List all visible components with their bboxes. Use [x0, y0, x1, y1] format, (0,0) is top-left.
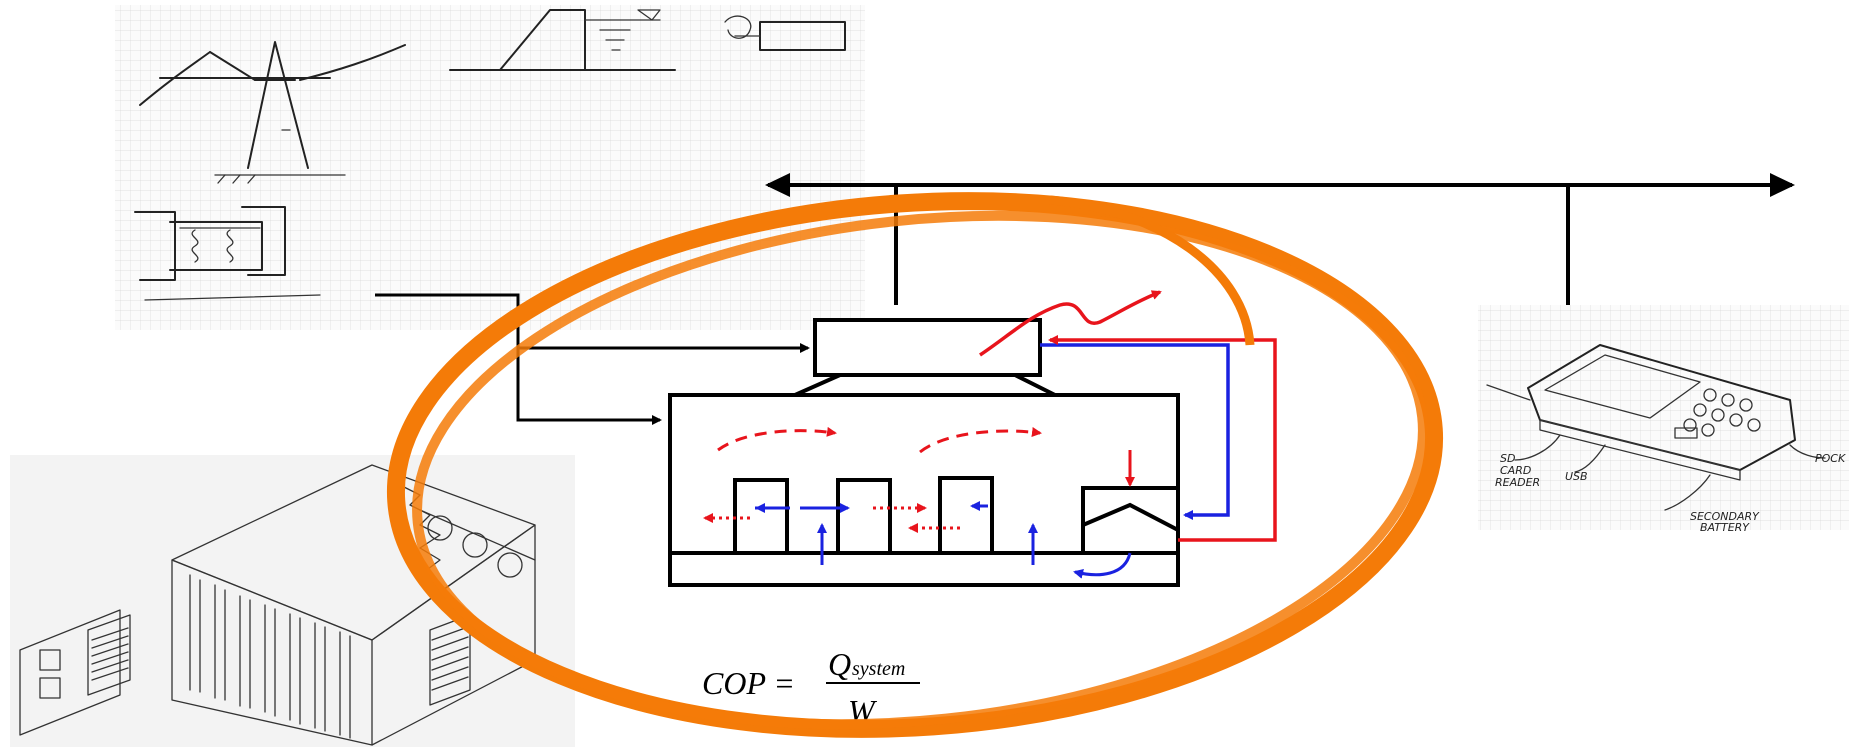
- equation-lhs: COP =: [702, 665, 795, 701]
- handheld-device-sketch: SD CARD READER USB SECONDARY BATTERY POC…: [1478, 305, 1849, 534]
- crac-supply-arrow: [1075, 553, 1130, 575]
- rack-2: [838, 480, 890, 553]
- chassis-background: [10, 455, 575, 747]
- equation-numerator-subscript: system: [852, 658, 905, 680]
- equation-numerator: Q: [828, 646, 851, 682]
- label-sd-line3: READER: [1495, 476, 1540, 489]
- power-source-sketch-panel: [115, 5, 865, 330]
- cooling-system-diagram: [670, 292, 1275, 585]
- label-battery-line2: BATTERY: [1700, 521, 1750, 534]
- heat-exchanger-unit: [815, 320, 1040, 375]
- bus-right-arrowhead: [1770, 173, 1795, 197]
- server-chassis-sketch: [10, 455, 575, 747]
- hot-air-flow-arrow: [920, 431, 1040, 452]
- device-grid-background: [1478, 305, 1849, 530]
- label-usb: USB: [1565, 470, 1588, 483]
- grid-paper-background: [115, 5, 865, 330]
- label-pocket: POCK: [1815, 452, 1846, 465]
- unit-support-legs: [795, 375, 1055, 395]
- hot-air-flow-arrow: [718, 431, 835, 450]
- rack-3: [940, 478, 992, 553]
